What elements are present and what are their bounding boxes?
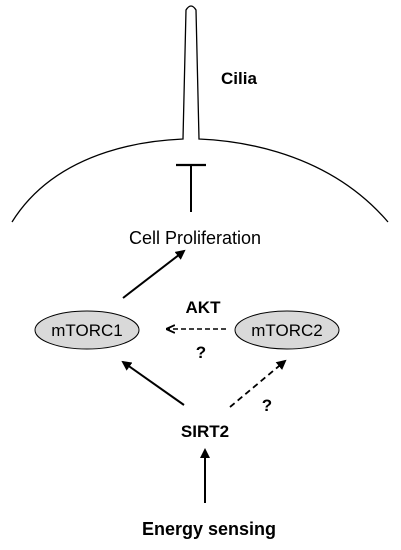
cilium-membrane-outline: [11, 5, 389, 223]
mtorc1-label: mTORC1: [51, 321, 122, 340]
arrow-mtorc1-to-proliferation: [122, 249, 186, 299]
akt-label: AKT: [186, 298, 222, 317]
mtorc2-node: [234, 310, 340, 350]
energy-sensing-label: Energy sensing: [142, 519, 276, 539]
akt-unknown-mark: ?: [196, 343, 206, 362]
cell-proliferation-label: Cell Proliferation: [129, 228, 261, 248]
mtorc1-node: [34, 310, 140, 350]
arrow-sirt2-to-mtorc1: [121, 360, 185, 406]
mtorc2-label: mTORC2: [251, 321, 322, 340]
sirt2-mtorc2-unknown-mark: ?: [262, 396, 272, 415]
cilia-label: Cilia: [221, 69, 257, 88]
sirt2-label: SIRT2: [181, 422, 229, 441]
arrow-sirt2-to-mtorc2: [229, 359, 287, 408]
